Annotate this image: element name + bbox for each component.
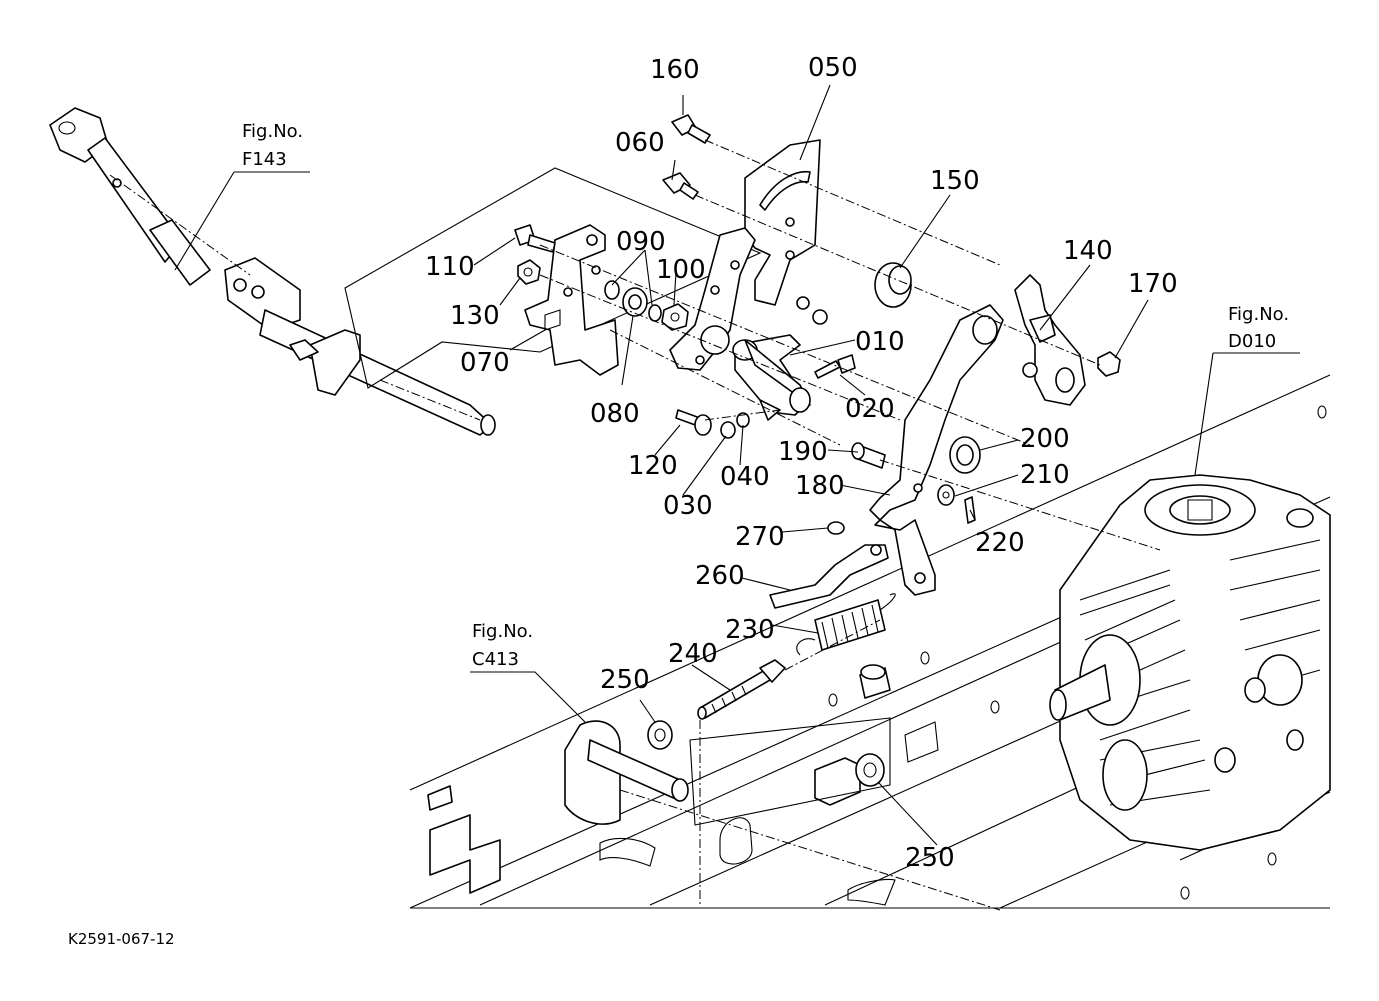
part-label-080: 080 (590, 399, 640, 429)
bolt-060 (662, 172, 699, 200)
washer-090 (604, 280, 662, 322)
part-label-100: 100 (656, 255, 706, 285)
mount-plate (669, 227, 756, 371)
part-label-240: 240 (668, 639, 718, 669)
part-label-130: 130 (450, 301, 500, 331)
part-label-020: 020 (845, 394, 895, 424)
part-label-140: 140 (1063, 236, 1113, 266)
part-label-050: 050 (808, 53, 858, 83)
part-label-260: 260 (695, 561, 745, 591)
shaft-assembly (564, 664, 891, 825)
part-label-250-lower: 250 (905, 843, 955, 873)
part-label-090: 090 (616, 227, 666, 257)
fig-ref-code: C413 (472, 649, 519, 670)
part-number-labels: 160 050 060 150 090 110 100 140 170 130 … (425, 53, 1178, 873)
part-label-150: 150 (930, 166, 980, 196)
spring-230 (796, 593, 896, 656)
transmission-housing (1049, 474, 1331, 851)
bearing-080 (622, 287, 648, 317)
washer-210 (937, 484, 955, 506)
spacer-250-upper (647, 720, 673, 750)
drawing-code: K2591-067-12 (68, 930, 175, 948)
plate-260 (769, 544, 889, 609)
group-outline-lever (344, 167, 762, 389)
bolt-020 (814, 354, 856, 379)
arm-180 (869, 304, 1004, 596)
ring-270 (827, 521, 845, 535)
part-label-060: 060 (615, 128, 665, 158)
shift-lever-assembly (49, 107, 496, 436)
bolt-110 (514, 224, 556, 253)
fig-ref-label: Fig.No. (472, 621, 533, 642)
pivot-arm-010 (732, 334, 811, 421)
group-outline-lower (689, 717, 891, 826)
spacer-150 (874, 262, 912, 308)
part-label-040: 040 (720, 462, 770, 492)
nut-100 (661, 303, 689, 331)
rod-240 (697, 659, 786, 720)
part-label-250-upper: 250 (600, 665, 650, 695)
part-label-190: 190 (778, 437, 828, 467)
nut-170 (1097, 351, 1121, 377)
bolt-160 (671, 114, 711, 144)
part-label-210: 210 (1020, 460, 1070, 490)
fig-ref-label: Fig.No. (1228, 304, 1289, 325)
part-label-220: 220 (975, 528, 1025, 558)
figure-reference-c413: Fig.No. C413 (472, 621, 533, 670)
part-label-180: 180 (795, 471, 845, 501)
nut-130 (517, 259, 541, 285)
part-label-170: 170 (1128, 269, 1178, 299)
figure-reference-f143: Fig.No. F143 (242, 121, 303, 170)
bearing-200 (949, 436, 981, 474)
part-label-270: 270 (735, 522, 785, 552)
centerline-lever (109, 174, 481, 421)
part-label-070: 070 (460, 348, 510, 378)
lever-140 (1014, 274, 1086, 406)
part-label-200: 200 (1020, 424, 1070, 454)
figure-reference-d010: Fig.No. D010 (1228, 304, 1289, 352)
fig-ref-code: F143 (242, 149, 287, 170)
part-label-010: 010 (855, 327, 905, 357)
part-label-230: 230 (725, 615, 775, 645)
washer-030 (720, 421, 736, 439)
bolt-120 (675, 409, 712, 436)
bracket-070 (524, 224, 619, 376)
fig-ref-code: D010 (1228, 331, 1276, 352)
leader-lines (174, 84, 1300, 846)
spacer-250-lower (855, 753, 885, 787)
part-label-110: 110 (425, 252, 475, 282)
part-label-030: 030 (663, 491, 713, 521)
part-label-160: 160 (650, 55, 700, 85)
washer-nut-small (796, 296, 828, 325)
pin-190 (851, 442, 886, 469)
part-label-120: 120 (628, 451, 678, 481)
fig-ref-label: Fig.No. (242, 121, 303, 142)
centerlines (539, 139, 1161, 911)
plate-050 (744, 139, 821, 306)
